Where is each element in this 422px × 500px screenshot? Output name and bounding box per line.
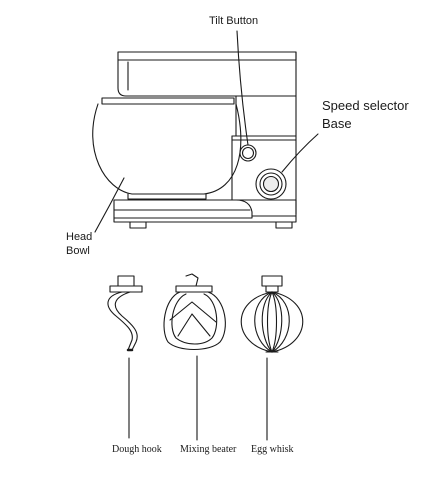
label-bowl: Bowl <box>66 245 90 257</box>
callout-lines <box>94 30 319 233</box>
egg-whisk-icon <box>240 275 304 353</box>
label-dough-hook: Dough hook <box>112 444 162 455</box>
label-tilt-button: Tilt Button <box>209 15 259 27</box>
label-speed-selector: Speed selector <box>322 98 409 113</box>
stand-mixer-illustration <box>92 51 297 229</box>
label-head: Head <box>66 231 93 243</box>
label-mixing-beater: Mixing beater <box>180 444 237 455</box>
label-base: Base <box>322 116 352 131</box>
label-egg-whisk: Egg whisk <box>251 444 294 455</box>
mixing-beater-icon <box>163 273 226 351</box>
attachment-lines <box>128 355 268 441</box>
dough-hook-icon <box>107 275 143 352</box>
